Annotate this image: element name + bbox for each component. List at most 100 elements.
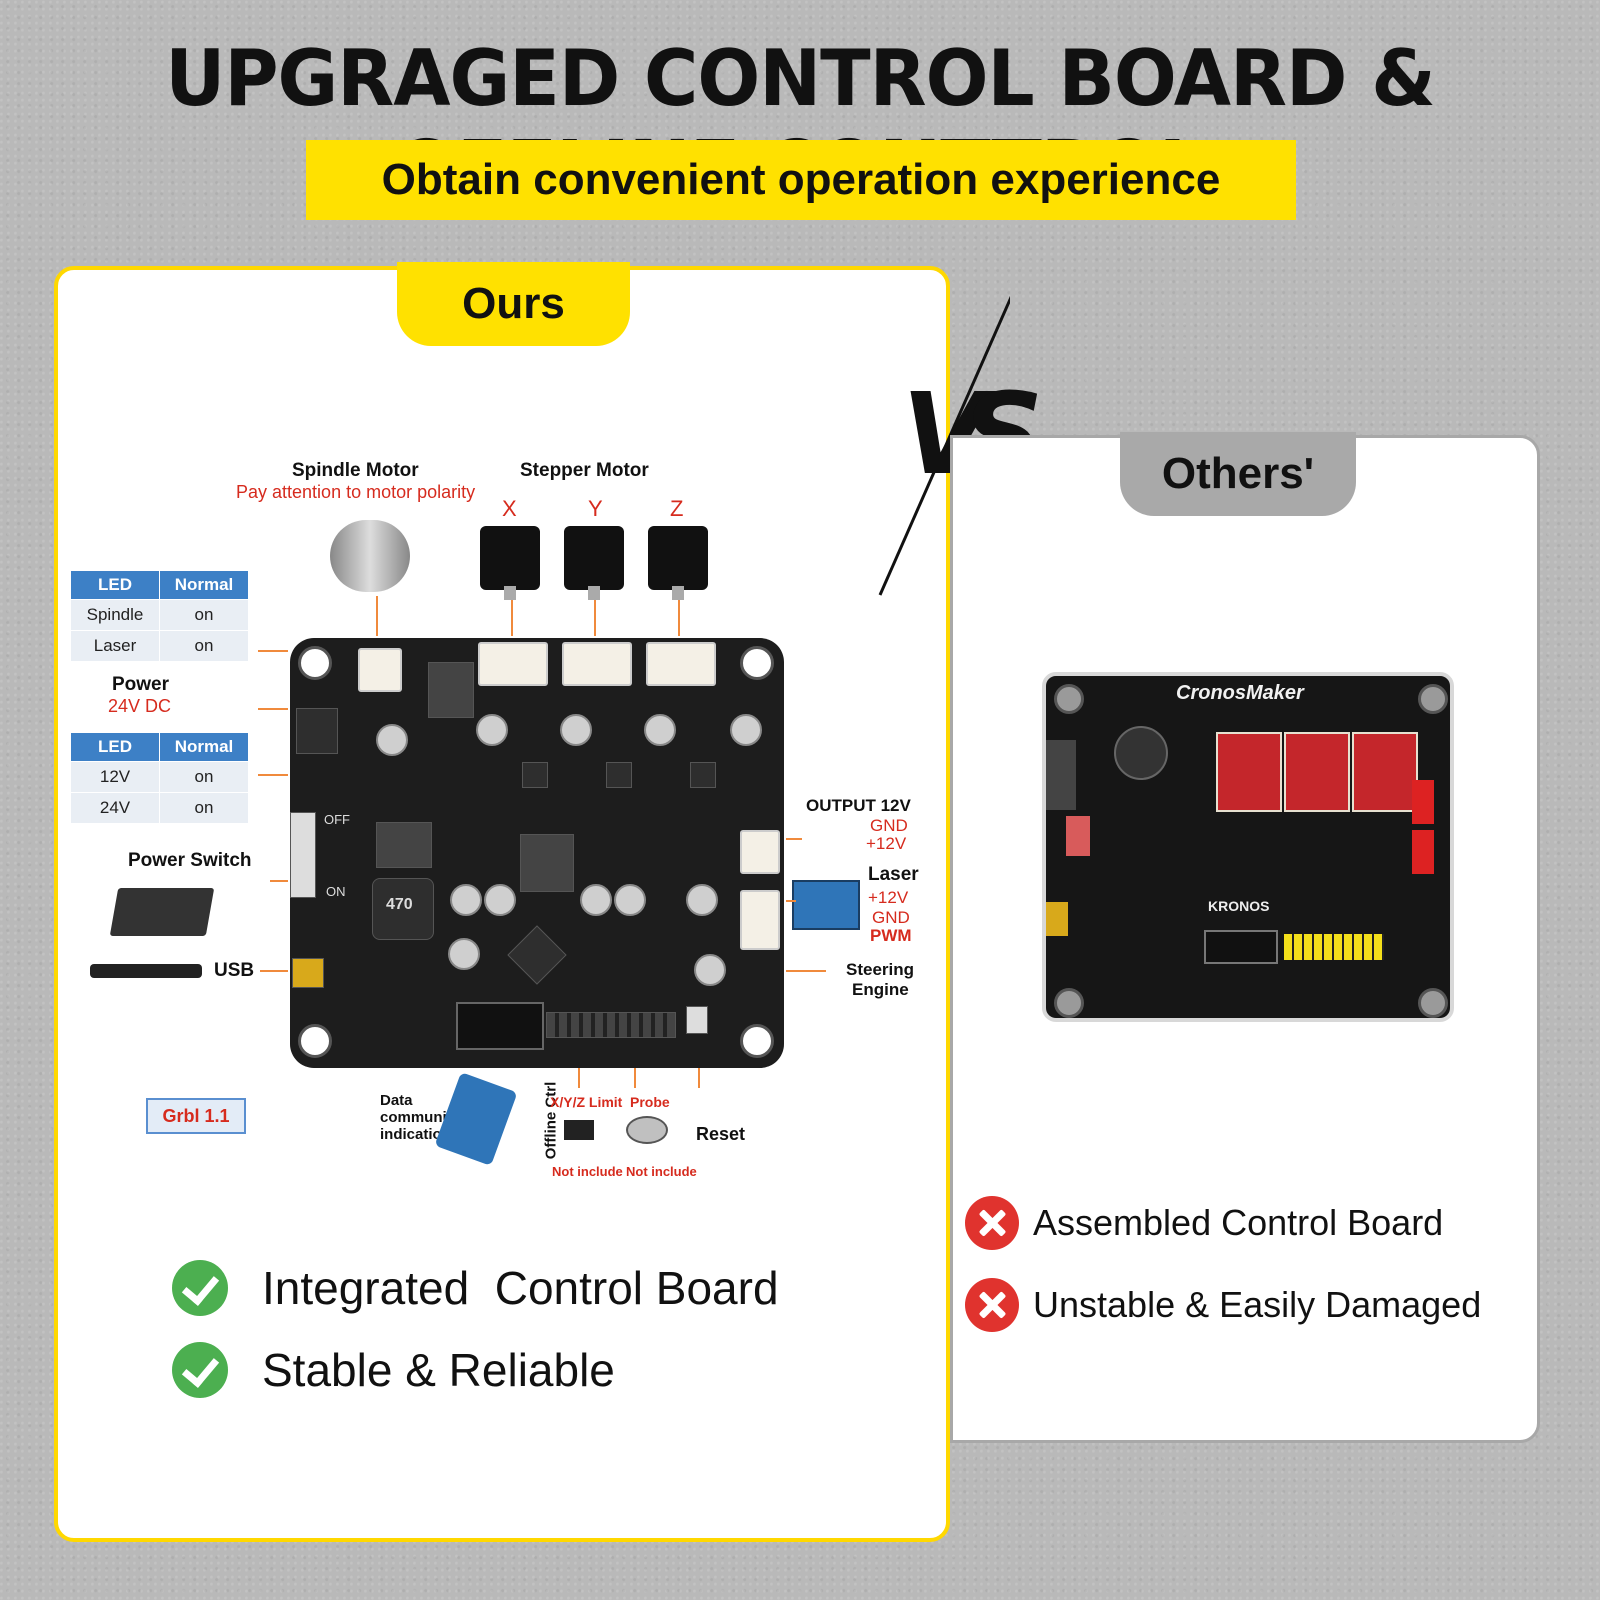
led-table-header: LED — [70, 570, 160, 600]
ours-feature-list: Integrated Control Board Stable & Reliab… — [172, 1260, 779, 1424]
spindle-motor-label: Spindle Motor — [292, 460, 419, 481]
feature-text: Integrated Control Board — [262, 1262, 779, 1314]
feature-item: Assembled Control Board — [965, 1196, 1481, 1250]
usb-label: USB — [214, 960, 255, 981]
laser-module-image — [792, 880, 860, 930]
led-table-cell: Laser — [70, 630, 160, 662]
check-icon — [172, 1260, 228, 1316]
stepper-motor-z-image — [648, 526, 708, 600]
subtitle-banner: Obtain convenient operation experience — [306, 140, 1296, 220]
laser-connector — [740, 890, 780, 950]
silk-off: OFF — [324, 812, 350, 827]
power-jack — [1046, 740, 1076, 810]
not-include-1: Not include — [552, 1164, 623, 1179]
annotation-arrow — [578, 1068, 580, 1088]
annotation-arrow — [258, 708, 288, 710]
power-jack — [296, 708, 338, 754]
annotation-arrow — [376, 596, 378, 636]
output-12v-label: OUTPUT 12V — [806, 796, 911, 815]
feature-text: Stable & Reliable — [262, 1344, 615, 1396]
output-connector — [740, 830, 780, 874]
stepper-driver-red — [1216, 732, 1282, 812]
annotation-arrow — [786, 970, 826, 972]
annotation-arrow — [258, 650, 288, 652]
led-table-header: Normal — [159, 732, 249, 762]
header-connector — [1204, 930, 1278, 964]
offline-controller-image — [434, 1072, 518, 1166]
annotation-arrow — [270, 880, 288, 882]
driver-chip — [606, 762, 632, 788]
screw-icon — [1418, 684, 1448, 714]
annotation-arrow — [786, 838, 802, 840]
board-logo: CronosMaker — [1176, 682, 1304, 704]
feature-item: Stable & Reliable — [172, 1342, 779, 1398]
others-tab-label: Others' — [1120, 432, 1356, 516]
axis-z-label: Z — [670, 496, 684, 521]
reset-button — [686, 1006, 708, 1034]
spindle-motor-image — [330, 520, 410, 592]
engine-label: Engine — [852, 980, 909, 999]
led-table-cell: Spindle — [70, 599, 160, 631]
led-table-header: Normal — [159, 570, 249, 600]
offline-ctrl-header — [456, 1002, 544, 1050]
capacitor — [376, 724, 408, 756]
screw-icon — [1054, 988, 1084, 1018]
feature-text: Assembled Control Board — [1033, 1202, 1444, 1243]
steering-label: Steering — [846, 960, 915, 979]
capacitor — [694, 954, 726, 986]
annotation-arrow — [511, 600, 513, 636]
annotation-arrow — [698, 1068, 700, 1088]
inductor — [1114, 726, 1168, 780]
data-comm-label: Data communication indication — [380, 1092, 491, 1143]
screw-icon — [1418, 988, 1448, 1018]
vs-slash-icon — [878, 295, 1010, 596]
reset-label: Reset — [696, 1124, 746, 1144]
capacitor — [450, 884, 482, 916]
cross-icon — [965, 1278, 1019, 1332]
grbl-version-badge: Grbl 1.1 — [146, 1098, 246, 1134]
annotation-arrow — [678, 600, 680, 636]
check-icon — [172, 1342, 228, 1398]
ours-control-board: OFF ON 470 — [290, 638, 784, 1068]
led-table-spindle-laser: LED Normal Spindle on Laser on — [70, 570, 249, 662]
feature-text: Unstable & Easily Damaged — [1033, 1284, 1482, 1325]
mount-hole — [298, 1024, 332, 1058]
y-axis-connector — [562, 642, 632, 686]
led-table-cell: 12V — [70, 761, 160, 793]
side-connector — [1412, 830, 1434, 874]
stepper-motor-label: Stepper Motor — [520, 460, 649, 481]
capacitor — [730, 714, 762, 746]
usb-cable-image — [90, 964, 202, 978]
not-include-2: Not include — [626, 1164, 697, 1179]
feature-item: Unstable & Easily Damaged — [965, 1278, 1481, 1332]
annotation-arrow — [594, 600, 596, 636]
annotation-arrow — [258, 774, 288, 776]
driver-chip — [690, 762, 716, 788]
inductor-value: 470 — [386, 896, 413, 913]
screw-icon — [1054, 684, 1084, 714]
xyz-limit-label: X/Y/Z Limit — [550, 1094, 623, 1110]
power-switch-label: Power Switch — [128, 850, 252, 871]
ours-board-diagram: Spindle Motor Pay attention to motor pol… — [70, 460, 940, 1200]
board-brand: KRONOS — [1208, 898, 1270, 914]
capacitor — [560, 714, 592, 746]
stepper-motor-x-image — [480, 526, 540, 600]
pin-header — [546, 1012, 676, 1038]
led-table-cell: on — [159, 792, 249, 824]
yellow-pin-header — [1284, 934, 1384, 960]
led-table-header: LED — [70, 732, 160, 762]
led-table-cell: 24V — [70, 792, 160, 824]
capacitor — [476, 714, 508, 746]
led-table-cell: on — [159, 630, 249, 662]
axis-x-label: X — [502, 496, 517, 521]
inductor — [372, 878, 434, 940]
usb-port — [292, 958, 324, 988]
regulator-chip — [428, 662, 474, 718]
stepper-driver-red — [1284, 732, 1350, 812]
laser-gnd-label: GND — [872, 908, 910, 927]
laser-label: Laser — [868, 864, 919, 885]
stepper-driver-red — [1352, 732, 1418, 812]
polarity-note: Pay attention to motor polarity — [236, 482, 476, 502]
driver-chip — [522, 762, 548, 788]
usb-port — [1046, 902, 1068, 936]
